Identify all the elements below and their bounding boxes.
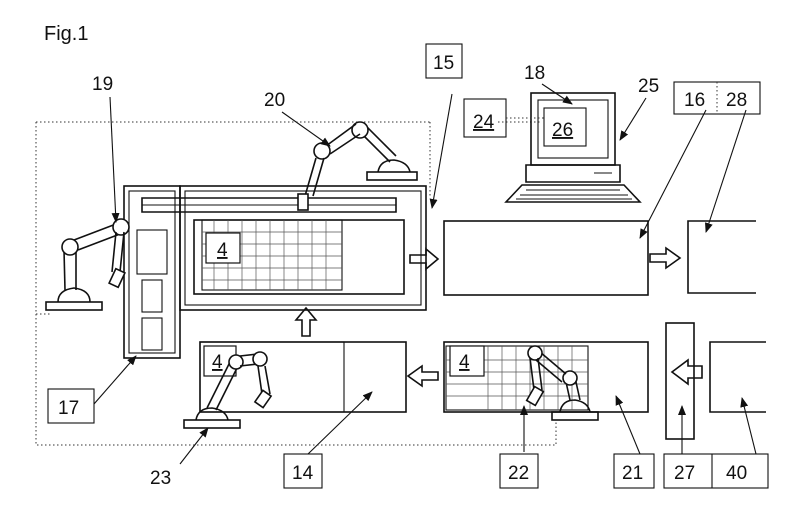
- label-27: 27: [674, 463, 695, 484]
- label-4-bottom-right: 4: [459, 352, 470, 373]
- arrow-27-in: [670, 358, 703, 386]
- station-21: 4: [443, 341, 649, 413]
- label-23: 23: [150, 468, 171, 489]
- plate-4-station-15: [201, 219, 343, 291]
- cell-28: [687, 220, 756, 294]
- label-17-box: 17: [47, 388, 95, 424]
- box-24: 24: [463, 98, 544, 138]
- label-4-top: 4: [217, 240, 228, 261]
- label-21-box: 21: [613, 453, 655, 489]
- arrow-16-to-28: [649, 246, 682, 270]
- computer-terminal: 26: [504, 92, 642, 203]
- label-22-box: 22: [499, 453, 539, 489]
- label-27-40-box: 27 40: [663, 453, 769, 489]
- conveyor-27: [665, 322, 695, 440]
- label-24: 24: [473, 112, 495, 133]
- label-18: 18: [524, 63, 545, 84]
- leader-lines: [93, 83, 757, 465]
- label-40: 40: [726, 463, 747, 484]
- label-16-28-box: 16 28: [673, 81, 761, 115]
- label-26: 26: [552, 120, 573, 141]
- label-19: 19: [92, 74, 113, 95]
- arrow-15-to-16: [409, 247, 440, 271]
- label-22: 22: [508, 463, 529, 484]
- cell-40: [709, 341, 766, 413]
- arrow-21-to-14: [406, 364, 439, 388]
- label-28: 28: [726, 90, 747, 111]
- label-20: 20: [264, 90, 285, 111]
- cell-16: [443, 220, 649, 296]
- label-21: 21: [622, 463, 643, 484]
- figure-title: Fig.1: [44, 23, 88, 45]
- station-15: 4: [141, 185, 427, 311]
- label-25: 25: [638, 76, 659, 97]
- station-14: 4: [199, 341, 407, 413]
- robot-23: [183, 351, 273, 429]
- screen-26-box: [543, 107, 587, 147]
- label-16: 16: [684, 90, 705, 111]
- label-4-bottom-left: 4: [212, 352, 223, 373]
- label-15: 15: [433, 53, 454, 74]
- label-14: 14: [292, 463, 314, 484]
- robot-22: [525, 345, 599, 421]
- label-15-box: 15: [425, 43, 463, 79]
- system-boundary: [35, 121, 557, 446]
- label-17: 17: [58, 398, 79, 419]
- label-14-box: 14: [283, 453, 323, 489]
- arrow-14-to-15: [294, 306, 318, 337]
- flow-arrows: [294, 246, 703, 388]
- robot-19: [45, 218, 130, 311]
- robot-20: [297, 121, 418, 211]
